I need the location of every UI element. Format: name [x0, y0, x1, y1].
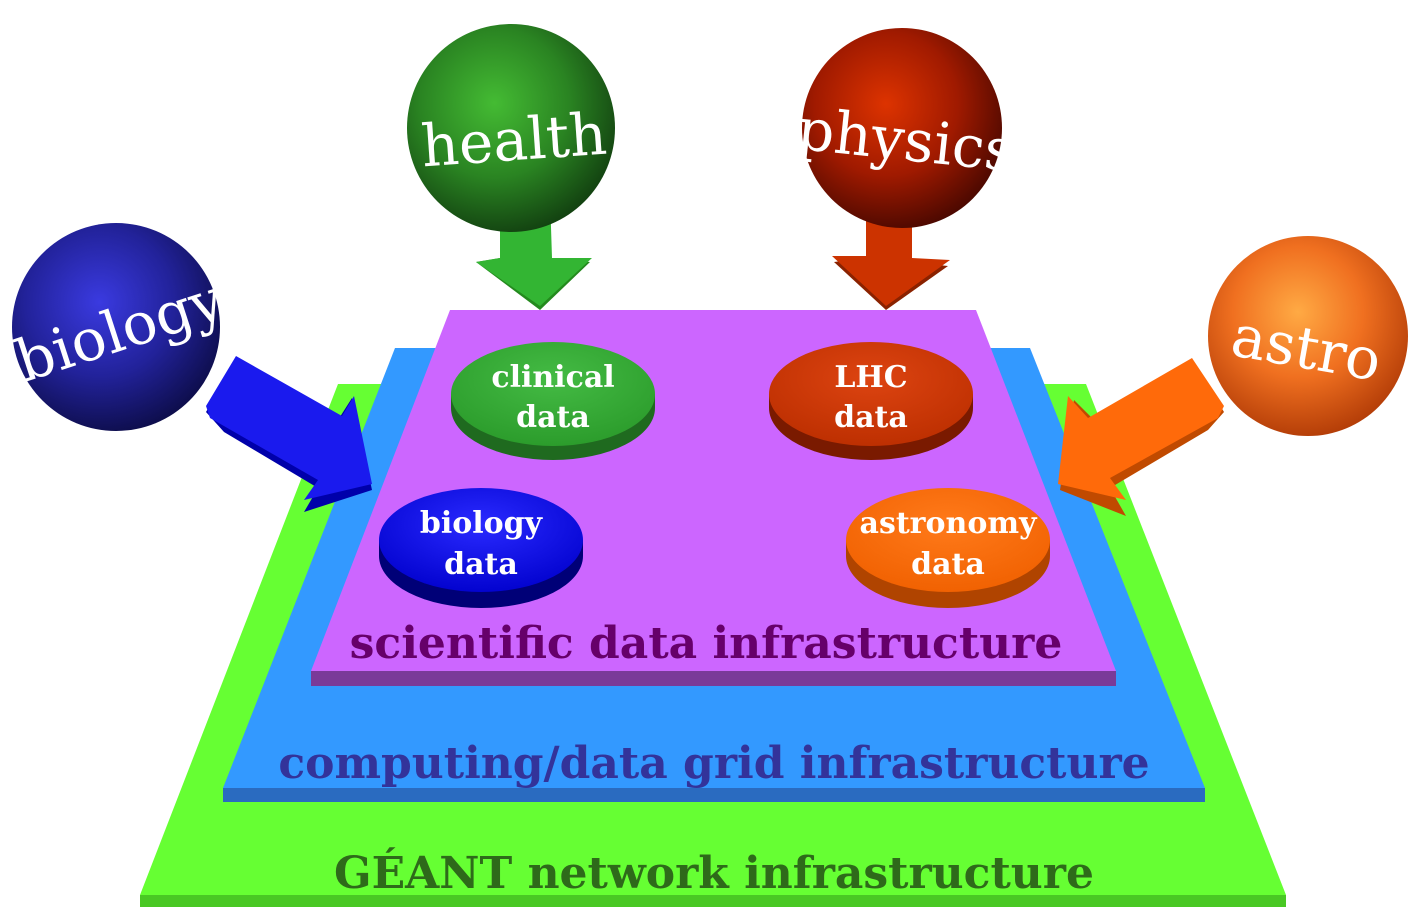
science-layer-label: scientific data infrastructure — [350, 618, 1063, 669]
lhc-data-label-line1: LHC — [834, 360, 907, 395]
science-layer-edge — [311, 671, 1116, 686]
astro-sphere: astro — [1208, 236, 1408, 436]
clinical-data-label-line1: clinical — [491, 360, 614, 395]
science-layer-plate — [311, 310, 1116, 671]
astronomy-data-store: astronomy data — [846, 488, 1050, 608]
astronomy-data-label-line1: astronomy — [860, 506, 1039, 541]
biology-data-label-line1: biology — [420, 506, 544, 541]
health-sphere-label: health — [419, 100, 609, 181]
grid-layer-edge — [223, 788, 1205, 802]
biology-arrow — [206, 356, 372, 512]
biology-sphere: biology — [8, 223, 232, 431]
physics-arrow — [832, 194, 950, 310]
clinical-data-label-line2: data — [516, 400, 590, 435]
biology-data-store: biology data — [379, 488, 583, 608]
lhc-data-label-line2: data — [834, 400, 908, 435]
health-sphere: health — [407, 24, 615, 232]
clinical-data-store: clinical data — [451, 342, 655, 460]
grid-layer-label: computing/data grid infrastructure — [278, 738, 1149, 789]
network-layer-edge — [140, 895, 1286, 907]
biology-data-label-line2: data — [444, 547, 518, 582]
astronomy-data-label-line2: data — [911, 547, 985, 582]
network-layer-label: GÉANT network infrastructure — [334, 846, 1094, 899]
astro-arrow — [1058, 358, 1224, 516]
physics-sphere: physics — [794, 28, 1018, 228]
lhc-data-store: LHC data — [769, 342, 973, 460]
